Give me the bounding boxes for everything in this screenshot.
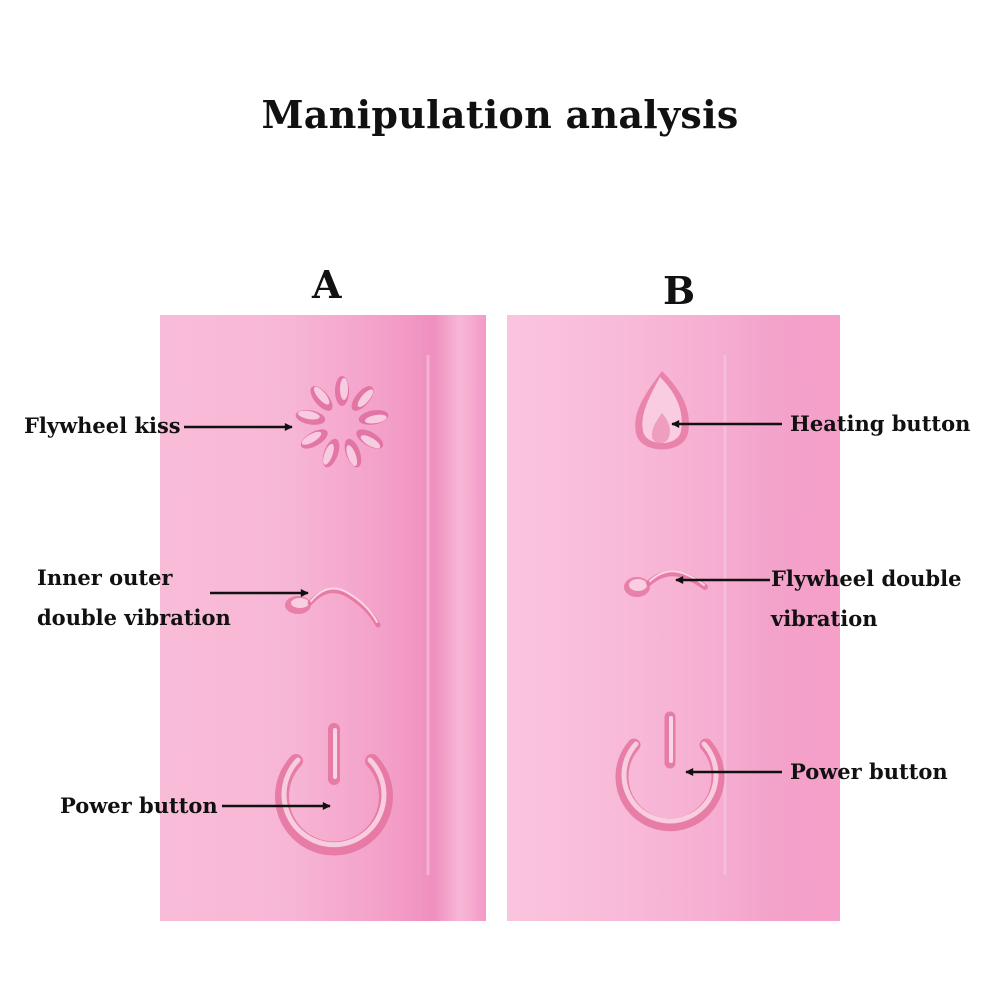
label-line: Flywheel kiss — [24, 413, 181, 438]
flame-icon — [635, 371, 689, 450]
label-flywheel-kiss: Flywheel kiss — [24, 406, 181, 446]
label-power-button-a: Power button — [60, 786, 218, 826]
label-flywheel-double-vibration: Flywheel double vibration — [771, 559, 961, 639]
label-power-button-b: Power button — [790, 752, 948, 792]
label-line: double vibration — [37, 605, 231, 630]
panel-a-surface — [275, 355, 430, 875]
label-inner-outer-double-vibration: Inner outer double vibration — [37, 558, 231, 638]
power-icon — [615, 711, 725, 832]
label-line: Flywheel double — [771, 566, 962, 591]
label-line: Power button — [60, 793, 218, 818]
flower-icon — [295, 376, 389, 468]
panel-a — [160, 315, 486, 921]
label-line: Power button — [790, 759, 948, 784]
page-title: Manipulation analysis — [261, 92, 739, 137]
panel-b — [507, 315, 840, 921]
label-line: vibration — [771, 606, 878, 631]
wave-icon — [624, 570, 708, 597]
label-heating-button: Heating button — [790, 404, 970, 444]
label-line: Inner outer — [37, 565, 173, 590]
wave-icon — [285, 587, 381, 628]
panel-b-surface — [615, 355, 727, 875]
label-line: Heating button — [790, 411, 971, 436]
panel-a-letter: A — [312, 262, 342, 307]
panel-b-letter: B — [663, 268, 696, 313]
power-icon — [275, 723, 393, 856]
